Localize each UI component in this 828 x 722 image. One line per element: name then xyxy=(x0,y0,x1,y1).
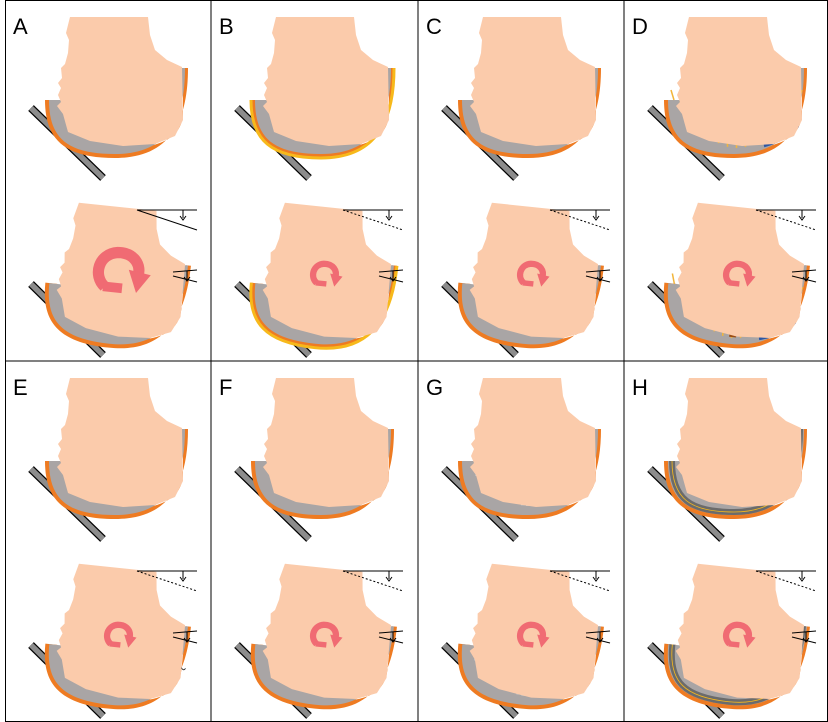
panel-e: E xyxy=(13,375,197,716)
head-rotated-scene xyxy=(658,200,815,355)
head-rotated-scene xyxy=(245,200,402,355)
panel-label: E xyxy=(13,375,28,400)
panel-f: F xyxy=(219,375,403,716)
head-rotated-scene xyxy=(245,561,402,716)
head-initial-scene xyxy=(251,378,394,519)
head xyxy=(263,17,389,146)
head-rotated-scene xyxy=(452,200,609,355)
panel-c: C xyxy=(426,14,610,355)
panel-g: G xyxy=(426,375,610,716)
panel-label: H xyxy=(632,375,648,400)
head xyxy=(470,378,596,507)
head-initial-scene xyxy=(45,17,188,158)
panel-b: B xyxy=(219,14,403,355)
head xyxy=(676,17,802,146)
head-rotated-scene xyxy=(658,561,815,716)
panel-label: F xyxy=(219,375,232,400)
panel-a: A xyxy=(13,14,197,355)
head-initial-scene xyxy=(458,378,601,519)
head-initial-scene xyxy=(251,17,394,158)
head xyxy=(57,17,183,146)
head-rotated-scene xyxy=(39,200,196,355)
head-rotated-scene xyxy=(452,561,609,716)
panel-label: A xyxy=(13,14,28,39)
head xyxy=(470,17,596,146)
head-initial-scene xyxy=(458,17,601,158)
fiber-line xyxy=(671,273,675,283)
head-initial-scene xyxy=(664,17,807,158)
head-initial-scene xyxy=(664,378,807,519)
head-rotated-scene xyxy=(39,561,196,716)
panel-d: D xyxy=(632,14,816,355)
panel-label: B xyxy=(219,14,234,39)
fiber-line xyxy=(671,90,674,100)
panel-label: D xyxy=(632,14,648,39)
head-initial-scene xyxy=(45,378,188,519)
panel-h: H xyxy=(632,375,816,716)
panel-label: C xyxy=(426,14,442,39)
head xyxy=(263,378,389,507)
head xyxy=(676,378,802,507)
head xyxy=(57,378,183,507)
panel-label: G xyxy=(426,375,443,400)
